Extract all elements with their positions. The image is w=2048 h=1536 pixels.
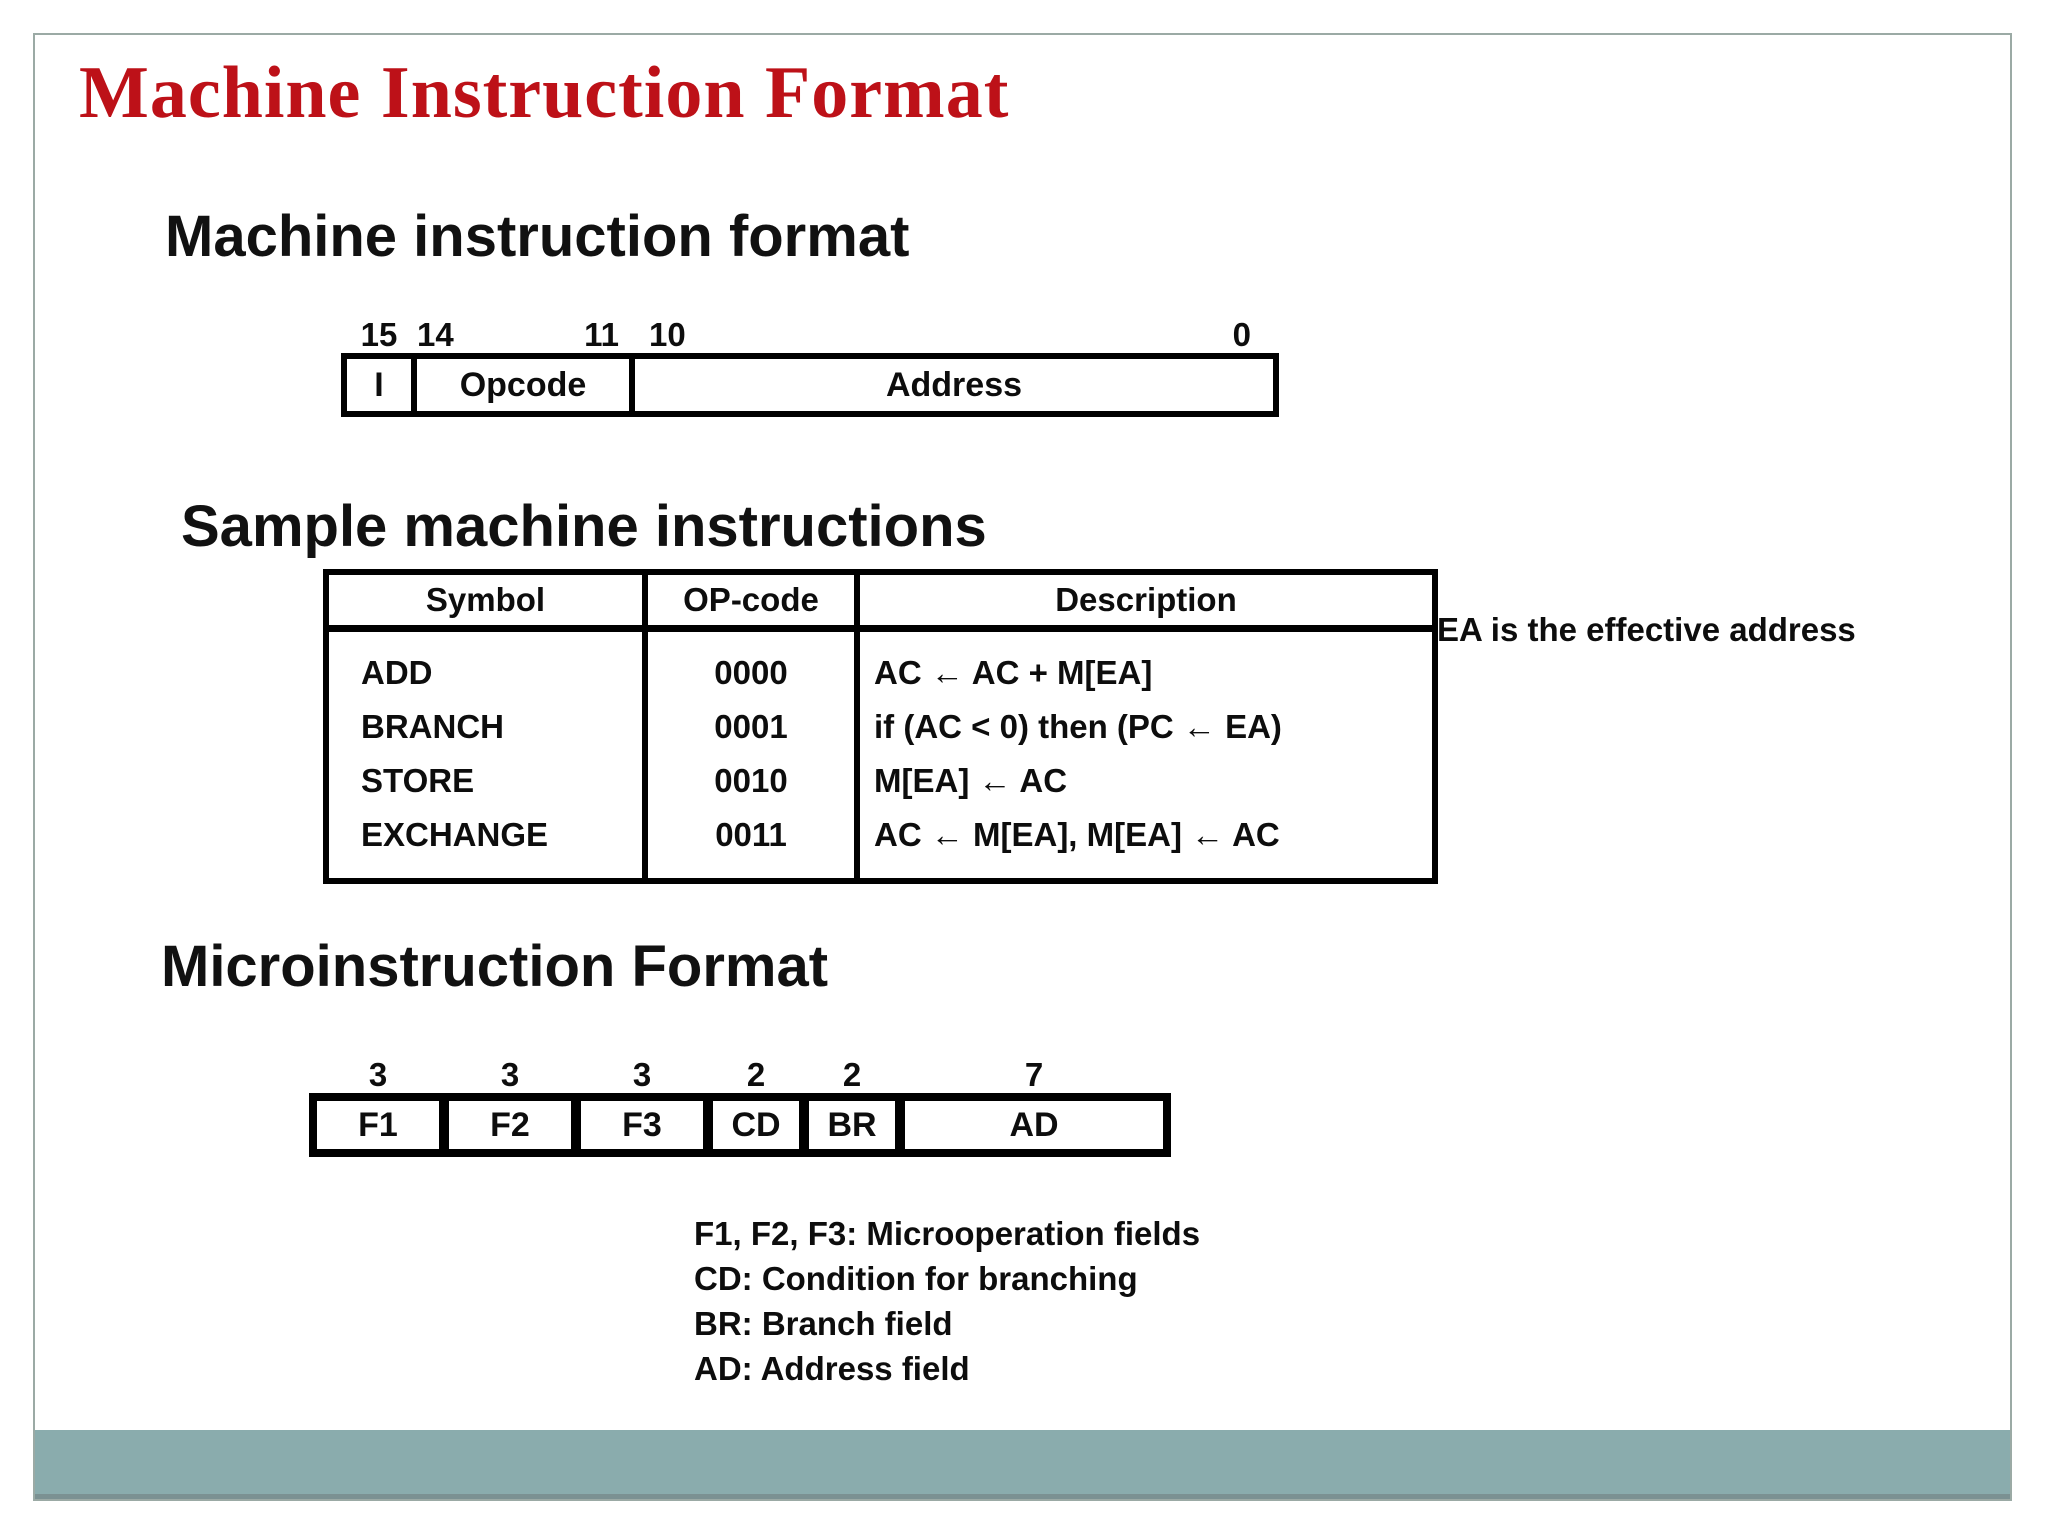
- column-symbol: Symbol: [326, 572, 645, 632]
- cell-symbol: STORE: [361, 762, 475, 799]
- table-row: ADD 0000 AC ← AC + M[EA]: [326, 628, 1435, 700]
- field-f2: F2: [449, 1101, 571, 1149]
- cell-symbol: ADD: [361, 654, 433, 691]
- microinstruction-heading: Microinstruction Format: [161, 934, 829, 999]
- cell-description: AC ← M[EA], M[EA] ← AC: [854, 808, 1435, 881]
- machine-format-box: I Opcode Address: [341, 353, 1279, 417]
- cell-description: if (AC < 0) then (PC ← EA): [854, 700, 1435, 754]
- cell-opcode: 0011: [642, 808, 857, 881]
- sample-instructions-table: Symbol OP-code Description ADD 0000 AC ←…: [323, 569, 1438, 884]
- cell-description: AC ← AC + M[EA]: [854, 628, 1435, 700]
- legend-line-cd: CD: Condition for branching: [694, 1260, 1138, 1297]
- field-f1: F1: [317, 1101, 439, 1149]
- field-f3: F3: [581, 1101, 703, 1149]
- page-title: Machine Instruction Format: [79, 52, 1010, 134]
- bits-f1: 3: [368, 1056, 388, 1093]
- bits-ad: 7: [1024, 1056, 1044, 1093]
- cell-symbol: BRANCH: [361, 708, 504, 745]
- field-opcode: Opcode: [417, 359, 629, 411]
- bits-f2: 3: [500, 1056, 520, 1093]
- bits-br: 2: [842, 1056, 862, 1093]
- ea-note: EA is the effective address: [1437, 611, 1856, 648]
- field-i: I: [347, 359, 411, 411]
- bit-label-10: 10: [649, 316, 686, 353]
- slide-footer-bar: [35, 1430, 2010, 1499]
- bits-cd: 2: [746, 1056, 766, 1093]
- cell-description: M[EA] ← AC: [854, 754, 1435, 808]
- bit-label-15: 15: [360, 316, 398, 353]
- bit-label-0: 0: [1232, 316, 1251, 353]
- bit-label-11: 11: [584, 316, 619, 353]
- machine-instruction-diagram: 15 14 11 10 0 I Opcode Address: [341, 313, 1279, 417]
- micro-field-legend: F1, F2, F3: Microoperation fields CD: Co…: [694, 1211, 1200, 1391]
- table-header-row: Symbol OP-code Description: [326, 572, 1435, 632]
- field-br: BR: [809, 1101, 895, 1149]
- legend-line-br: BR: Branch field: [694, 1305, 953, 1342]
- machine-format-heading: Machine instruction format: [165, 204, 910, 269]
- micro-bit-labels: 3 3 3 2 2 7: [309, 1053, 1187, 1093]
- legend-line-f: F1, F2, F3: Microoperation fields: [694, 1215, 1201, 1252]
- table-row: STORE 0010 M[EA] ← AC: [326, 754, 1435, 808]
- cell-opcode: 0001: [642, 700, 857, 754]
- table-row: EXCHANGE 0011 AC ← M[EA], M[EA] ← AC: [326, 808, 1435, 881]
- column-description: Description: [854, 572, 1435, 632]
- sample-instructions-heading: Sample machine instructions: [181, 494, 987, 559]
- micro-format-box: F1 F2 F3 CD BR AD: [309, 1093, 1171, 1157]
- cell-opcode: 0010: [642, 754, 857, 808]
- field-address: Address: [635, 359, 1273, 411]
- legend-line-ad: AD: Address field: [694, 1350, 970, 1387]
- field-cd: CD: [713, 1101, 799, 1149]
- field-ad: AD: [905, 1101, 1163, 1149]
- microinstruction-diagram: 3 3 3 2 2 7 F1 F2 F3 CD BR AD: [309, 1053, 1187, 1157]
- slide: Machine Instruction Format Machine instr…: [33, 33, 2012, 1501]
- bits-f3: 3: [632, 1056, 652, 1093]
- machine-bit-labels: 15 14 11 10 0: [341, 313, 1279, 353]
- table-row: BRANCH 0001 if (AC < 0) then (PC ← EA): [326, 700, 1435, 754]
- cell-opcode: 0000: [642, 628, 857, 700]
- bit-label-14: 14: [417, 316, 454, 353]
- cell-symbol: EXCHANGE: [361, 816, 549, 853]
- column-opcode: OP-code: [642, 572, 857, 632]
